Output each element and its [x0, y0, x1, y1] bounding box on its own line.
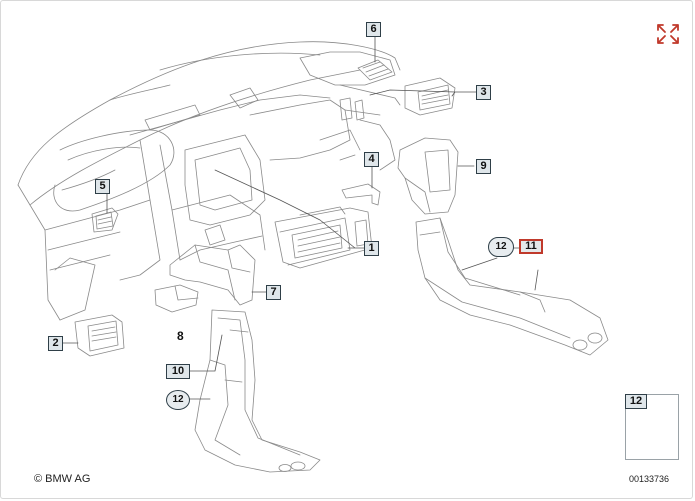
- part2-side-vent: [74, 314, 125, 357]
- copyright-text: © BMW AG: [34, 473, 91, 485]
- callout-11[interactable]: 11: [519, 239, 543, 254]
- part8-connector: [154, 284, 199, 313]
- legend-callout-12[interactable]: 12: [625, 394, 647, 409]
- part3-right-vent: [404, 77, 456, 116]
- leader-lines: [62, 36, 539, 400]
- part6-grille: [357, 59, 393, 81]
- dashboard-outline: [17, 41, 401, 321]
- part4-bracket: [341, 183, 381, 206]
- callout-9[interactable]: 9: [476, 159, 491, 174]
- part9-duct: [397, 137, 459, 215]
- callout-12-circle-a[interactable]: 12: [488, 237, 514, 257]
- legend-box: [625, 394, 679, 460]
- part1-center-vent: [274, 206, 373, 269]
- part7-duct: [169, 244, 256, 306]
- callout-4[interactable]: 4: [364, 152, 379, 167]
- part10-duct: [194, 309, 321, 473]
- callout-8[interactable]: 8: [177, 329, 184, 343]
- callout-5[interactable]: 5: [95, 179, 110, 194]
- part11-duct: [415, 217, 609, 356]
- callout-1[interactable]: 1: [364, 241, 379, 256]
- callout-12-circle-b[interactable]: 12: [166, 390, 190, 410]
- callout-3[interactable]: 3: [476, 85, 491, 100]
- expand-arrows-icon[interactable]: [655, 22, 681, 46]
- callout-7[interactable]: 7: [266, 285, 281, 300]
- part5-small-vent: [91, 207, 119, 233]
- callout-2[interactable]: 2: [48, 336, 63, 351]
- callout-6[interactable]: 6: [366, 22, 381, 37]
- reference-number: 00133736: [629, 474, 670, 484]
- callout-10[interactable]: 10: [166, 364, 190, 379]
